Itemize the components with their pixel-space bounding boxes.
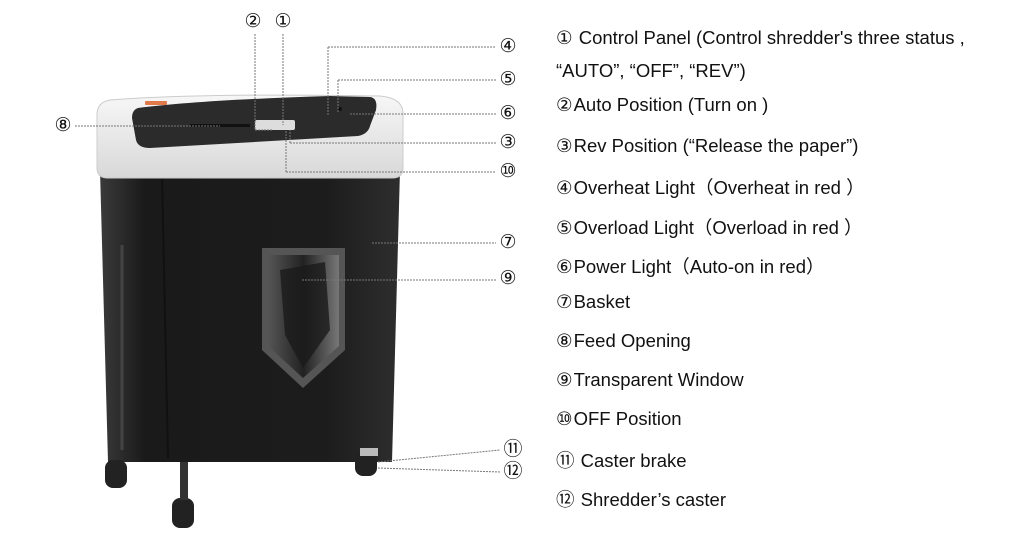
legend-text: Rev Position (“Release the paper”) bbox=[573, 135, 859, 156]
legend-number: ③ bbox=[556, 135, 573, 156]
legend-text: Control Panel (Control shredder's three … bbox=[573, 27, 965, 48]
callout-10: ⑩ bbox=[499, 161, 517, 182]
legend-text: Auto Position (Turn on ) bbox=[573, 94, 769, 115]
basket-body bbox=[100, 170, 400, 462]
legend-item-1: ① Control Panel (Control shredder's thre… bbox=[556, 27, 965, 49]
callout-7: ⑦ bbox=[499, 232, 517, 253]
legend-item-6: ⑥Power Light（Auto-on in red） bbox=[556, 253, 825, 279]
legend-number: ⑥ bbox=[556, 256, 573, 277]
caster-right bbox=[355, 448, 378, 476]
legend-number: ⑪ bbox=[556, 450, 575, 471]
callout-5: ⑤ bbox=[499, 69, 517, 90]
legend-number: ② bbox=[556, 94, 573, 115]
caster-front-left bbox=[172, 462, 194, 528]
legend-number: ① bbox=[556, 27, 573, 48]
legend-item-1-cont: “AUTO”, “OFF”, “REV”) bbox=[556, 60, 746, 82]
legend-text: Shredder’s caster bbox=[575, 489, 726, 510]
legend-text: Basket bbox=[573, 291, 631, 312]
legend-item-11: ⑪ Caster brake bbox=[556, 447, 687, 473]
legend-text: Power Light（Auto-on in red） bbox=[573, 256, 825, 277]
legend-item-10: ⑩OFF Position bbox=[556, 408, 682, 430]
legend-text: Overheat Light（Overheat in red ） bbox=[573, 177, 865, 198]
callout-12: ⑫ bbox=[503, 461, 523, 482]
callout-3: ③ bbox=[499, 132, 517, 153]
legend-item-5: ⑤Overload Light（Overload in red ） bbox=[556, 214, 863, 240]
callout-9: ⑨ bbox=[499, 268, 517, 289]
legend-item-4: ④Overheat Light（Overheat in red ） bbox=[556, 174, 865, 200]
legend-number: ⑫ bbox=[556, 489, 575, 510]
legend-number: ⑦ bbox=[556, 291, 573, 312]
callout-4: ④ bbox=[499, 36, 517, 57]
caster-rear-left bbox=[105, 460, 127, 488]
legend-text: Caster brake bbox=[575, 450, 687, 471]
callout-6: ⑥ bbox=[499, 103, 517, 124]
legend-item-12: ⑫ Shredder’s caster bbox=[556, 486, 726, 512]
leader-lines bbox=[75, 34, 501, 473]
legend-number: ⑨ bbox=[556, 369, 573, 390]
legend-number: ⑧ bbox=[556, 330, 573, 351]
legend-text: “AUTO”, “OFF”, “REV”) bbox=[556, 60, 746, 81]
legend-number: ⑤ bbox=[556, 217, 573, 238]
legend-item-3: ③Rev Position (“Release the paper”) bbox=[556, 135, 858, 157]
callout-2: ② bbox=[244, 11, 262, 32]
legend-number: ⑩ bbox=[556, 408, 573, 429]
legend-item-9: ⑨Transparent Window bbox=[556, 369, 744, 391]
legend-item-8: ⑧Feed Opening bbox=[556, 330, 691, 352]
legend-item-7: ⑦Basket bbox=[556, 291, 630, 313]
callout-1: ① bbox=[274, 11, 292, 32]
legend-text: Overload Light（Overload in red ） bbox=[573, 217, 863, 238]
callout-11: ⑪ bbox=[503, 439, 523, 460]
legend-text: Transparent Window bbox=[573, 369, 744, 390]
legend-text: OFF Position bbox=[573, 408, 682, 429]
callout-8: ⑧ bbox=[54, 115, 72, 136]
legend-number: ④ bbox=[556, 177, 573, 198]
legend-item-2: ②Auto Position (Turn on ) bbox=[556, 94, 768, 116]
legend-text: Feed Opening bbox=[573, 330, 691, 351]
control-panel bbox=[132, 96, 377, 148]
